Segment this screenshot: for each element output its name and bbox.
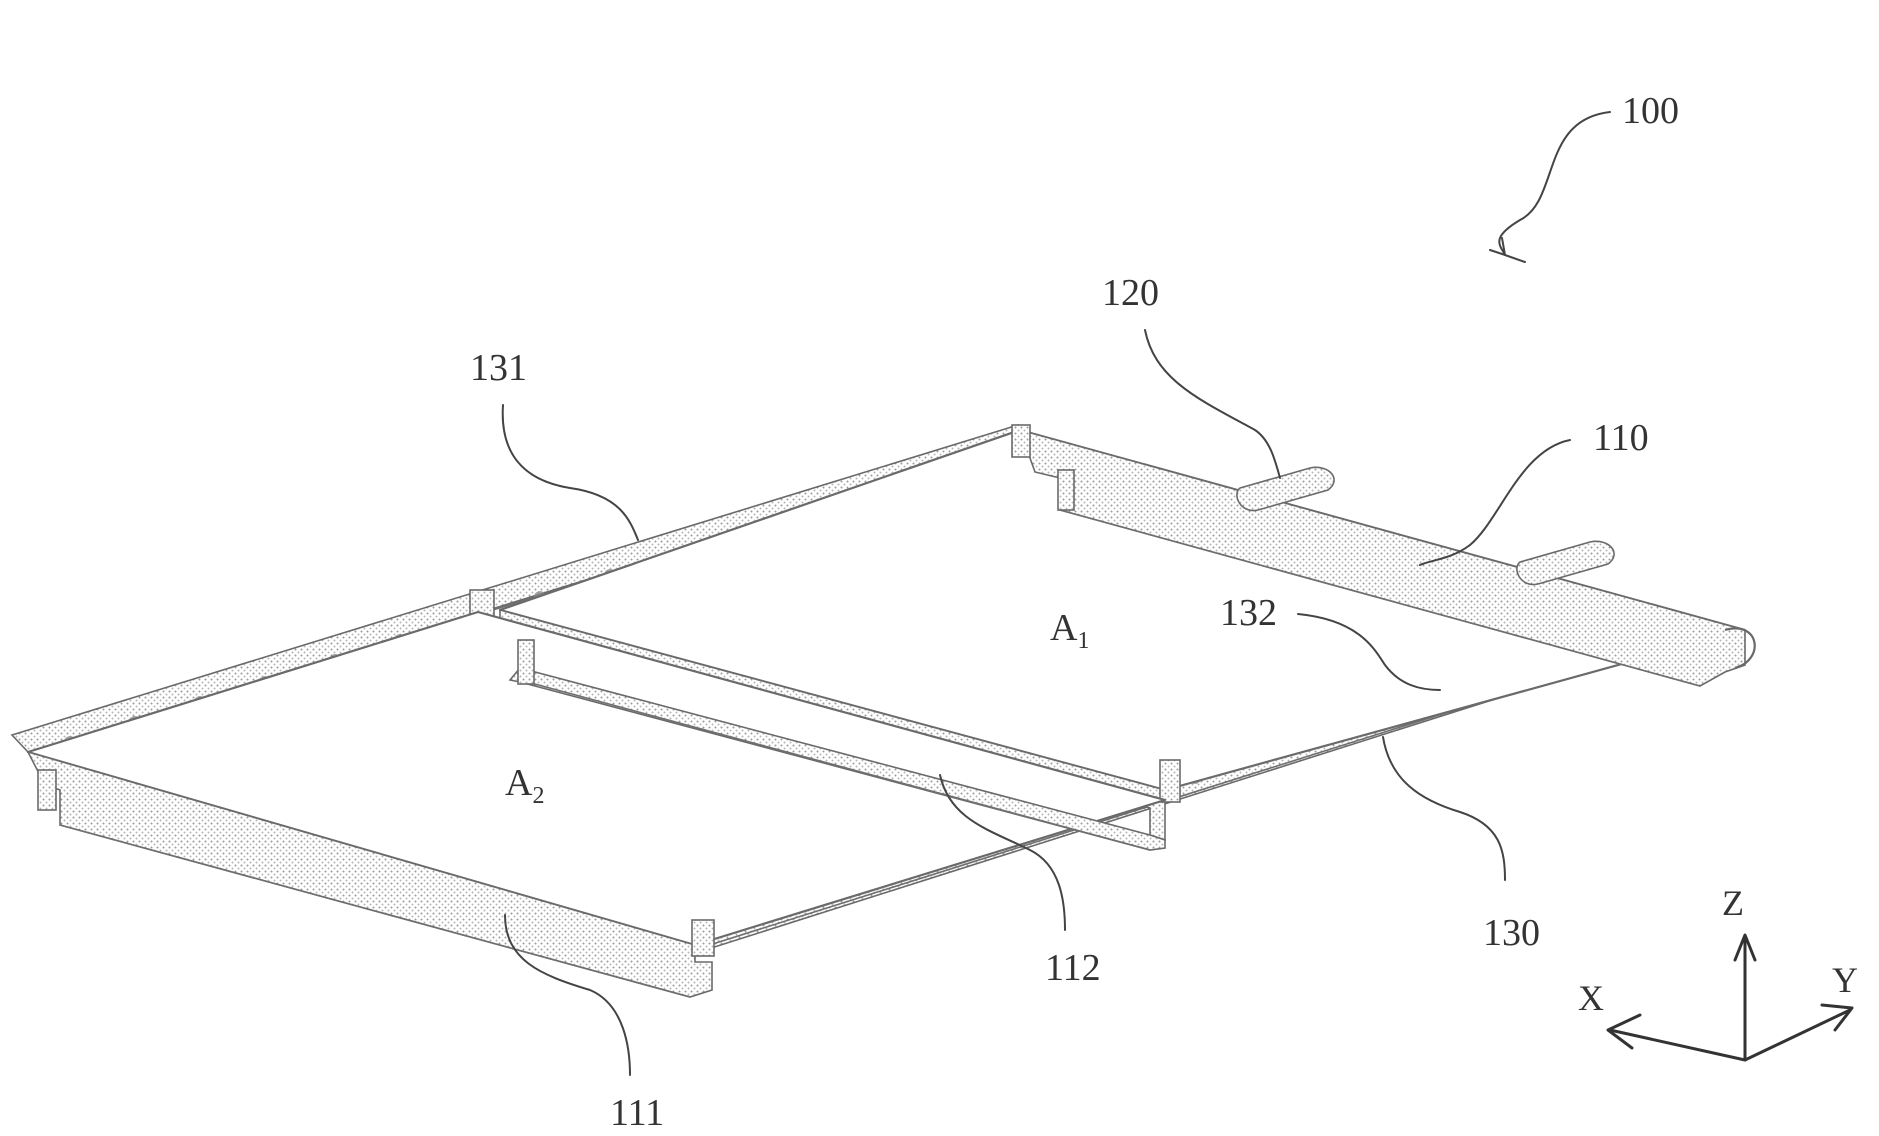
numeral-132: 132 <box>1220 592 1277 634</box>
numeral-111: 111 <box>610 1092 664 1134</box>
numeral-130: 130 <box>1483 912 1540 954</box>
tab-120-second <box>1517 541 1614 584</box>
numeral-120: 120 <box>1102 272 1159 314</box>
leader-100 <box>1499 112 1610 255</box>
leader-120 <box>1145 330 1280 478</box>
numeral-112: 112 <box>1045 947 1101 989</box>
axis-x-label: X <box>1578 978 1604 1018</box>
leader-131 <box>503 405 638 540</box>
axis-z-label: Z <box>1722 883 1744 923</box>
numeral-100: 100 <box>1622 90 1679 132</box>
numeral-131: 131 <box>470 347 527 389</box>
numeral-110: 110 <box>1593 417 1649 459</box>
axis-y-line <box>1745 1010 1850 1060</box>
leader-100-arrowhead <box>1490 238 1525 262</box>
coordinate-axes: Z Y X <box>1578 883 1858 1060</box>
axis-y-label: Y <box>1832 960 1858 1000</box>
leader-130 <box>1383 737 1505 880</box>
